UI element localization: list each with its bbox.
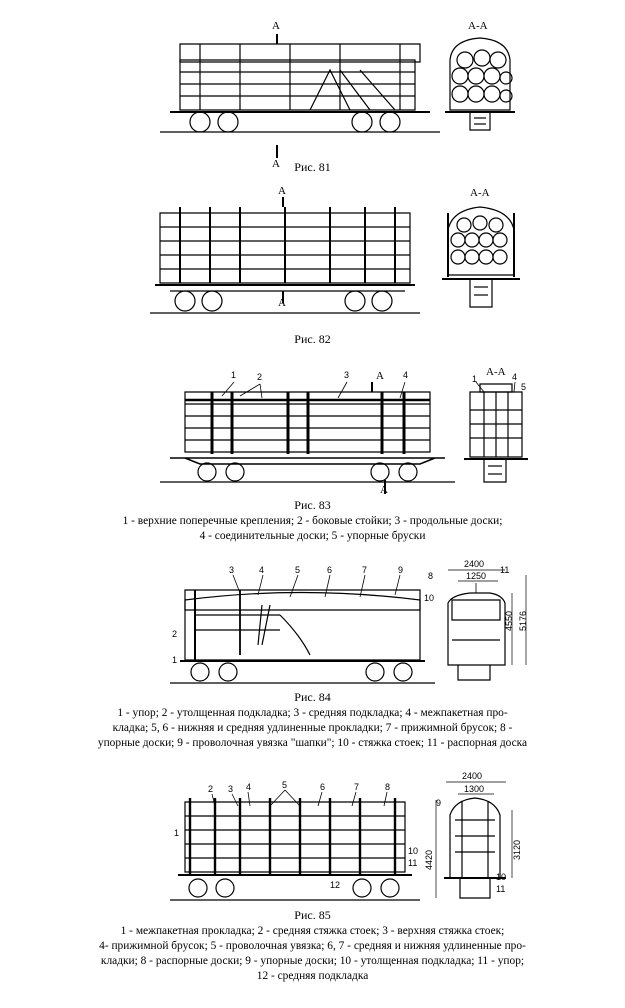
- section-mark-top: А: [278, 185, 286, 197]
- section-label: А-А: [486, 366, 506, 378]
- callout-2: 2: [172, 629, 178, 639]
- section-label: А-А: [468, 20, 488, 32]
- figure-84-legend: 1 - упор; 2 - утолщенная подкладка; 3 - …: [12, 706, 613, 751]
- legend-line: упорные доски; 9 - проволочная увязка "ш…: [97, 737, 528, 749]
- callout-2: 2: [257, 372, 263, 382]
- callout-9: 9: [398, 565, 404, 575]
- dimension-1300: 1300: [464, 784, 485, 794]
- section-callout-11: 11: [496, 884, 506, 894]
- dimension-1250: 1250: [466, 571, 487, 581]
- dimension-3120: 3120: [512, 839, 522, 860]
- dimension-2400: 2400: [462, 771, 483, 781]
- figure-85: 2 3 4 5 6 7 8 1 10 11 12 9 10 11 2400 13…: [0, 770, 625, 910]
- callout-10: 10: [408, 846, 419, 856]
- section-callout-10: 10: [496, 872, 507, 882]
- callout-10: 10: [424, 593, 435, 603]
- section-mark-top: А: [376, 370, 384, 382]
- cross-section-view: [448, 583, 505, 680]
- section-mark-bottom: А: [278, 297, 286, 309]
- figure-82: А А А-А: [0, 185, 625, 335]
- wagon-side-view: [150, 207, 420, 313]
- section-callout-9: 9: [436, 798, 442, 808]
- callout-2: 2: [208, 784, 214, 794]
- figure-84-drawing: [0, 555, 625, 690]
- callout-4: 4: [246, 782, 252, 792]
- dimension-4420: 4420: [424, 849, 434, 870]
- dimension-4550: 4550: [504, 610, 514, 631]
- callout-6: 6: [320, 782, 326, 792]
- figure-83-drawing: [0, 362, 625, 502]
- dimension-lines: [436, 782, 512, 898]
- callout-1: 1: [231, 370, 237, 380]
- figure-83-caption: Рис. 83: [294, 498, 331, 512]
- legend-line: 12 - средняя подкладка: [256, 970, 369, 982]
- legend-line: кладка; 5, 6 - нижняя и средняя удлиненн…: [112, 722, 513, 734]
- legend-line: кладки; 8 - распорные доски; 9 - упорные…: [100, 955, 525, 967]
- figure-81: А А А-А: [0, 0, 625, 180]
- figure-83-legend: 1 - верхние поперечные крепления; 2 - бо…: [12, 514, 613, 544]
- callout-12: 12: [330, 880, 341, 890]
- figure-81-caption: Рис. 81: [294, 160, 331, 174]
- figure-85-legend: 1 - межпакетная прокладка; 2 - средняя с…: [12, 924, 613, 984]
- callout-1: 1: [172, 655, 178, 665]
- figure-84-caption: Рис. 84: [294, 690, 331, 704]
- callout-4: 4: [259, 565, 265, 575]
- section-mark-bottom: А: [272, 158, 280, 170]
- wagon-wheels: [198, 463, 417, 481]
- legend-line: 1 - межпакетная прокладка; 2 - средняя с…: [120, 925, 505, 937]
- cross-section-view: [445, 38, 515, 130]
- wagon-wheels: [175, 291, 392, 311]
- callout-1: 1: [174, 828, 180, 838]
- callout-11: 11: [408, 858, 418, 868]
- callout-3: 3: [228, 784, 234, 794]
- wagon-wheels: [189, 879, 399, 897]
- figure-82-drawing: [0, 185, 625, 335]
- section-mark-bottom: А: [380, 484, 388, 496]
- cross-section-view: [464, 382, 528, 482]
- wagon-wheels: [190, 112, 400, 132]
- cross-section-view: [444, 798, 506, 898]
- callout-7: 7: [354, 782, 360, 792]
- section-callout-1: 1: [472, 374, 478, 384]
- figure-81-drawing: [0, 0, 625, 180]
- section-mark-top: А: [272, 20, 280, 32]
- callout-leaders: [212, 790, 387, 806]
- wagon-side-view: [170, 590, 435, 683]
- legend-line: 1 - верхние поперечные крепления; 2 - бо…: [122, 515, 503, 527]
- callout-8: 8: [428, 571, 434, 581]
- wagon-side-view: [170, 798, 420, 900]
- figure-83: 1 2 3 4 А А А-А 1 4 5: [0, 362, 625, 502]
- callout-5: 5: [282, 780, 288, 790]
- legend-line: 4- прижимной брусок; 5 - проволочная увя…: [99, 940, 526, 952]
- figure-85-caption: Рис. 85: [294, 908, 331, 922]
- figure-84: 3 4 5 6 7 9 8 10 11 2 1 2400 1250 4550 5…: [0, 555, 625, 690]
- wagon-side-view: [160, 392, 455, 482]
- dimension-lines: [448, 570, 526, 665]
- cross-section-view: [442, 207, 520, 307]
- figure-85-drawing: [0, 770, 625, 910]
- callout-6: 6: [327, 565, 333, 575]
- callout-11: 11: [500, 565, 510, 575]
- section-label: А-А: [470, 187, 490, 199]
- wagon-wheels: [191, 663, 412, 681]
- legend-line: 1 - упор; 2 - утолщенная подкладка; 3 - …: [117, 707, 508, 719]
- callout-leaders: [233, 575, 400, 597]
- callout-5: 5: [295, 565, 301, 575]
- callout-leaders: [222, 382, 405, 398]
- dimension-2400: 2400: [464, 559, 485, 569]
- section-callout-5: 5: [521, 382, 527, 392]
- dimension-5176: 5176: [518, 610, 528, 631]
- section-callout-4: 4: [512, 372, 518, 382]
- wagon-side-view: [160, 44, 440, 132]
- callout-3: 3: [229, 565, 235, 575]
- callout-4: 4: [403, 370, 409, 380]
- callout-7: 7: [362, 565, 368, 575]
- callout-8: 8: [385, 782, 391, 792]
- legend-line: 4 - соединительные доски; 5 - упорные бр…: [199, 530, 426, 542]
- callout-3: 3: [344, 370, 350, 380]
- figure-82-caption: Рис. 82: [294, 332, 331, 346]
